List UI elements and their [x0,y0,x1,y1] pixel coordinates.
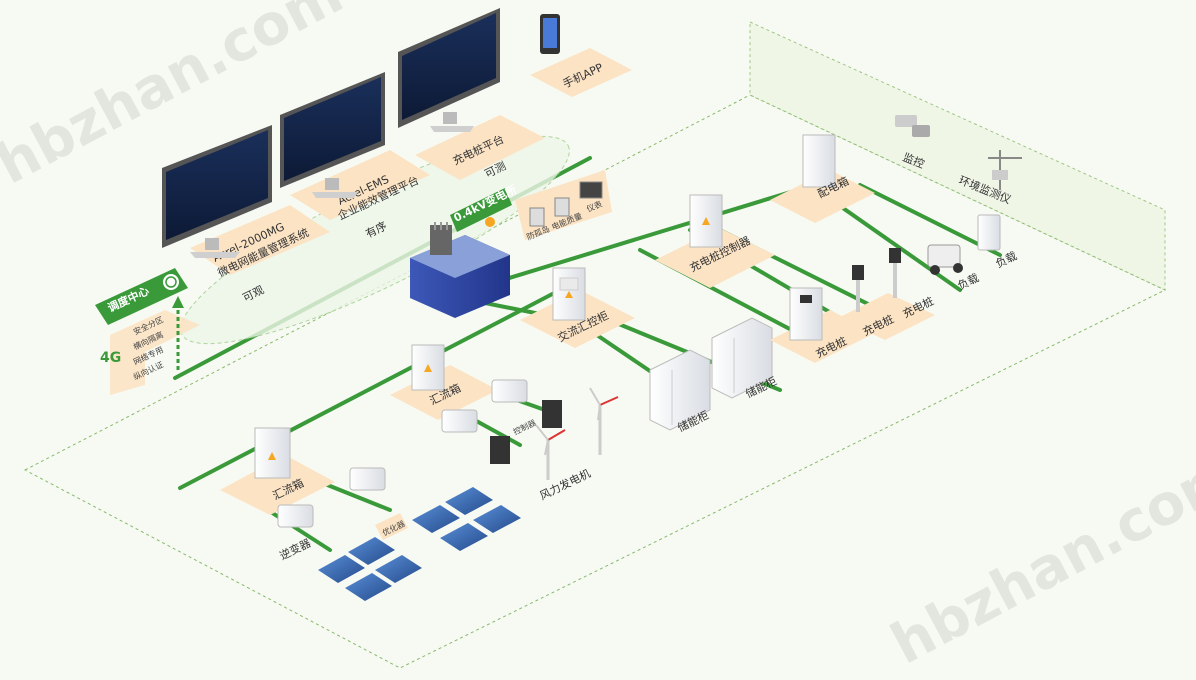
charger-2 [852,265,864,312]
combiner-box-1 [411,344,445,391]
storage-cabinet-2 [711,317,773,399]
monitor-charge [398,8,500,132]
tag-charge-platform [415,115,545,180]
tag-app [530,48,632,97]
tag-charger-2 [838,293,935,340]
wind-turbine-1 [535,424,566,480]
charger-3 [889,248,901,298]
wind-turbine-2 [589,387,619,455]
label-load-1: 负载 [955,270,981,292]
charger-1 [789,287,823,341]
dispatch-center: 调度中心 安全分区 横向隔离 网络专用 纵向认证 4G [95,268,200,395]
tag-combiner-1 [390,365,498,420]
solar-array-1 [318,537,422,601]
tag-ems [290,150,430,220]
label-inverter: 逆变器 [277,536,313,563]
tag-charger-ctrl [655,228,775,288]
phone-icon [540,14,560,54]
weather-station-icon [988,150,1022,190]
substation: 0.4kV变电所 [410,182,519,318]
monitor-ems [280,72,385,198]
inverter-group [277,379,528,528]
power-quality-device-icon [554,197,570,217]
solar-array-2 [412,487,521,551]
camera-icon [895,115,930,137]
tag-dist-box [770,170,875,223]
watermark: hbzhan.com [881,441,1196,677]
tag-optimizer [375,513,408,540]
load-ac-icon [977,214,1001,251]
charger-controller [689,194,723,248]
ac-cabinet [552,267,586,321]
distribution-box [802,134,836,188]
combiner-box-2 [254,427,291,479]
label-wind: 风力发电机 [537,466,593,503]
storage-cabinet-1 [649,349,711,431]
label-controller: 控制器 [511,417,537,437]
tag-combiner-2 [220,455,335,515]
load-robot-icon [927,244,963,275]
control-ellipse [180,135,570,345]
monitor-mg [162,125,272,258]
anti-island-device-icon [529,207,545,227]
meter-device-icon [579,181,603,199]
controller-group [490,400,562,464]
signal-4g: 4G [100,350,121,366]
monitor-zone [749,21,1166,291]
